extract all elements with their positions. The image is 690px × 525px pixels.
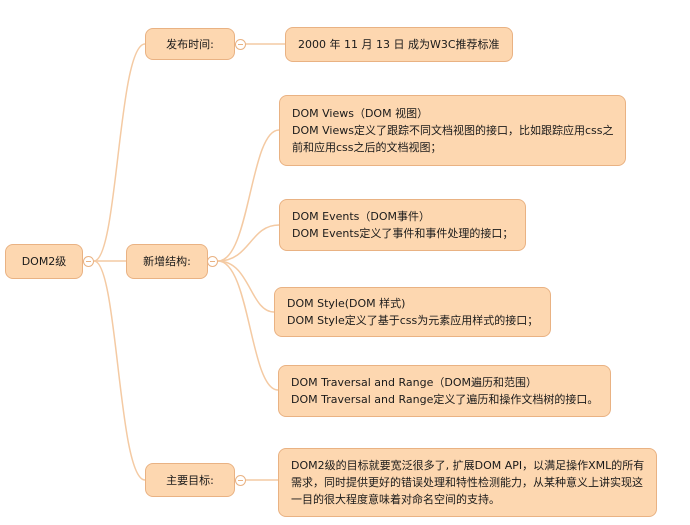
- leaf-line: 2000 年 11 月 13 日 成为W3C推荐标准: [298, 38, 500, 51]
- leaf-line: 前和应用css之后的文档视图；: [292, 141, 442, 154]
- leaf-publish-date[interactable]: 2000 年 11 月 13 日 成为W3C推荐标准: [285, 27, 513, 62]
- leaf-line: 一目的很大程度意味着对命名空间的支持。: [291, 493, 500, 506]
- connector-structure-traversal: [217, 260, 279, 391]
- leaf-main-goal[interactable]: DOM2级的目标就要宽泛很多了, 扩展DOM API，以满足操作XML的所有 需…: [278, 448, 658, 517]
- leaf-line: DOM Style(DOM 样式): [287, 297, 406, 310]
- leaf-line: DOM Traversal and Range（DOM遍历和范围）: [291, 376, 537, 389]
- leaf-dom-traversal-range[interactable]: DOM Traversal and Range（DOM遍历和范围） DOM Tr…: [278, 365, 612, 417]
- connector-root-publish: [93, 43, 146, 262]
- leaf-line: DOM Events定义了事件和事件处理的接口；: [292, 227, 514, 240]
- connector-structure-events: [217, 224, 280, 262]
- connector-structure-style: [217, 260, 275, 313]
- branch-new-structures-label: 新增结构:: [143, 255, 191, 268]
- leaf-line: DOM Views定义了跟踪不同文档视图的接口，比如跟踪应用css之: [292, 124, 614, 137]
- branch-main-goal[interactable]: 主要目标:: [145, 463, 235, 497]
- branch-publish-time[interactable]: 发布时间:: [145, 28, 235, 60]
- leaf-line: DOM Views（DOM 视图）: [292, 107, 429, 120]
- leaf-line: 需求，同时提供更好的错误处理和特性检测能力，从某种意义上讲实现这: [291, 476, 643, 489]
- leaf-line: DOM2级的目标就要宽泛很多了, 扩展DOM API，以满足操作XML的所有: [291, 459, 645, 472]
- collapse-toggle-new-structures[interactable]: [207, 256, 218, 267]
- branch-main-goal-label: 主要目标:: [166, 473, 214, 487]
- collapse-toggle-root[interactable]: [83, 256, 94, 267]
- leaf-line: DOM Traversal and Range定义了遍历和操作文档树的接口。: [291, 393, 599, 406]
- branch-publish-time-label: 发布时间:: [166, 37, 214, 51]
- branch-new-structures[interactable]: 新增结构:: [126, 244, 208, 279]
- leaf-dom-events[interactable]: DOM Events（DOM事件） DOM Events定义了事件和事件处理的接…: [279, 199, 527, 251]
- leaf-line: DOM Style定义了基于css为元素应用样式的接口；: [287, 314, 539, 327]
- root-node[interactable]: DOM2级: [5, 244, 83, 279]
- connector-structure-views: [217, 129, 280, 262]
- collapse-toggle-main-goal[interactable]: [235, 475, 246, 486]
- leaf-dom-views[interactable]: DOM Views（DOM 视图） DOM Views定义了跟踪不同文档视图的接…: [279, 95, 627, 166]
- connector-root-goal: [93, 260, 146, 481]
- root-label: DOM2级: [21, 255, 67, 268]
- leaf-dom-style[interactable]: DOM Style(DOM 样式) DOM Style定义了基于css为元素应用…: [274, 287, 552, 337]
- collapse-toggle-publish-time[interactable]: [235, 39, 246, 50]
- leaf-line: DOM Events（DOM事件）: [292, 210, 430, 223]
